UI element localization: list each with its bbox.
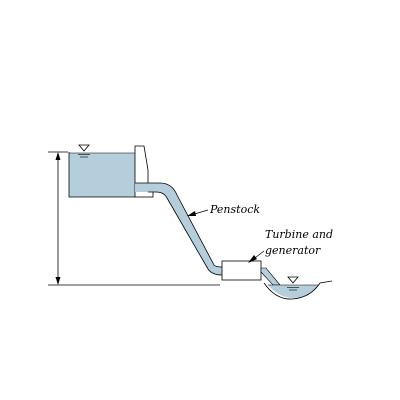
reservoir-water [69,153,135,197]
tailrace-outlet [260,267,281,286]
tailwater-basin [263,280,333,300]
dimension-arrow-top [55,152,61,160]
penstock-lower-edge [148,191,223,276]
penstock-pipe [135,182,223,276]
head-dimension [48,151,220,286]
reservoir-walls [68,152,135,198]
dimension-arrow-bottom [55,277,61,285]
dam-body [134,145,149,190]
penstock-fill [135,183,222,275]
turbine-leader [248,250,265,263]
turbine-house [221,260,262,281]
turbine-label-line1: Turbine and [265,228,333,241]
tailwater-water [268,285,318,298]
penstock-upper-edge [135,182,223,268]
penstock-label: Penstock [209,203,260,216]
turbine-label-line2: generator [265,244,321,257]
tailwater-bed [263,280,333,300]
water-surface-triangle-icon [287,276,299,291]
penstock-leader [187,209,209,216]
water-surface-triangle-icon [78,144,90,158]
upper-reservoir [68,152,135,198]
